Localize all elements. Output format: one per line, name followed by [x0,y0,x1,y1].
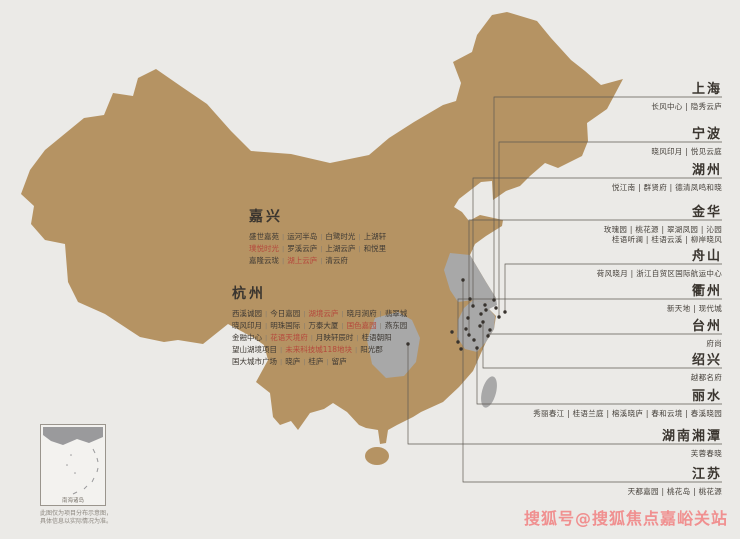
city-projects-hunan-xiangtan: 芙蓉春晓 [690,449,722,458]
city-projects-lishui: 秀丽春江 | 桂语兰庭 | 榕溪晓庐 | 春和云境 | 春溪晓园 [533,409,722,418]
city-projects-ningbo: 晓风印月 | 悦见云庭 [651,147,722,156]
city-name-shanghai: 上海 [691,82,722,97]
taiwan-island [481,376,497,408]
hangzhou-projects-row4: 望山湖境项目未来科技城118地块阳光郡 [232,344,407,356]
callout-lines [407,96,722,483]
nine-dash-line [72,448,99,495]
city-projects-taizhou: 府尚 [706,339,722,348]
city-name-lishui: 丽水 [691,389,722,404]
city-name-quzhou: 衢州 [691,284,722,299]
map-disclaimer-line2: 具体信息以实际情况为准。 [40,518,113,525]
inset-label: 南海诸岛 [62,496,85,504]
province-zhejiang [457,298,497,352]
city-name-hunan-xiangtan: 湖南湘潭 [661,429,722,444]
city-name-taizhou: 台州 [691,319,722,334]
city-projects-jiangsu: 天都嘉园 | 桃花岛 | 桃花源 [627,487,722,496]
map-disclaimer: 此图仅为项目分布示意图， 具体信息以实际情况为准。 [40,510,112,526]
province-hunan [367,312,420,378]
city-name-hangzhou: 杭州 [232,286,266,302]
inset-map: 南海诸岛 [43,427,103,504]
city-name-shaoxing: 绍兴 [691,353,722,368]
city-projects-zhoushan: 荷风晓月 | 浙江自贸区国际航运中心 [596,269,722,278]
province-jiangsu [444,253,496,303]
city-name-jiangsu: 江苏 [691,467,722,482]
jiaxing-projects-row3: 嘉隆云珑湖上云庐清云府 [249,255,386,267]
hangzhou-projects-row1: 西溪诚园今日嘉园湖境云庐晓月涧府翡翠城 [232,308,407,320]
hangzhou-block: 杭州 西溪诚园今日嘉园湖境云庐晓月涧府翡翠城 晓风印月明珠国际万泰大厦国色嘉园燕… [232,283,407,368]
city-projects-jinhua-line1: 玫瑰园 | 桃花源 | 翠湖凤园 | 沁园 [603,225,722,234]
jiaxing-projects-row1: 盛世嘉苑运河半岛白鹭时光上湖轩 [249,231,386,243]
hainan-island [365,447,389,465]
map-disclaimer-line1: 此图仅为项目分布示意图， [40,510,113,517]
hangzhou-projects-row3: 金融中心花语天境府月映轩辰时桂语朝阳 [232,332,407,344]
jiaxing-projects-row2: 璞悦时光罗溪云庐上湖云庐和悦里 [249,243,386,255]
hangzhou-projects-row5: 国大城市广场晓庐桂庐留庐 [232,356,407,368]
city-projects-shaoxing: 越都名府 [690,373,722,382]
city-name-zhoushan: 舟山 [691,249,722,264]
city-name-jinhua: 金华 [691,205,722,220]
city-name-jiaxing: 嘉兴 [249,209,283,225]
city-projects-quzhou: 新天地 | 现代城 [667,304,722,313]
city-name-ningbo: 宁波 [691,127,722,142]
city-projects-huzhou: 悦江南 | 群贤府 | 德清凤鸣和晓 [612,183,722,192]
inset-coast [43,427,103,445]
south-china-sea-inset: 南海诸岛 [40,424,106,506]
jiaxing-block: 嘉兴 盛世嘉苑运河半岛白鹭时光上湖轩 璞悦时光罗溪云庐上湖云庐和悦里 嘉隆云珑湖… [249,206,386,267]
hangzhou-projects-row2: 晓风印月明珠国际万泰大厦国色嘉园燕东园 [232,320,407,332]
city-projects-shanghai: 长风中心 | 隐秀云庐 [651,102,722,111]
city-name-huzhou: 湖州 [691,163,722,178]
city-projects-jinhua-line2: 桂语听澜 | 桂语云溪 | 柳岸晓风 [612,235,722,244]
watermark: 搜狐号@搜狐焦点嘉峪关站 [523,509,728,528]
project-location-dots [406,278,507,351]
inset-islands [66,454,76,474]
